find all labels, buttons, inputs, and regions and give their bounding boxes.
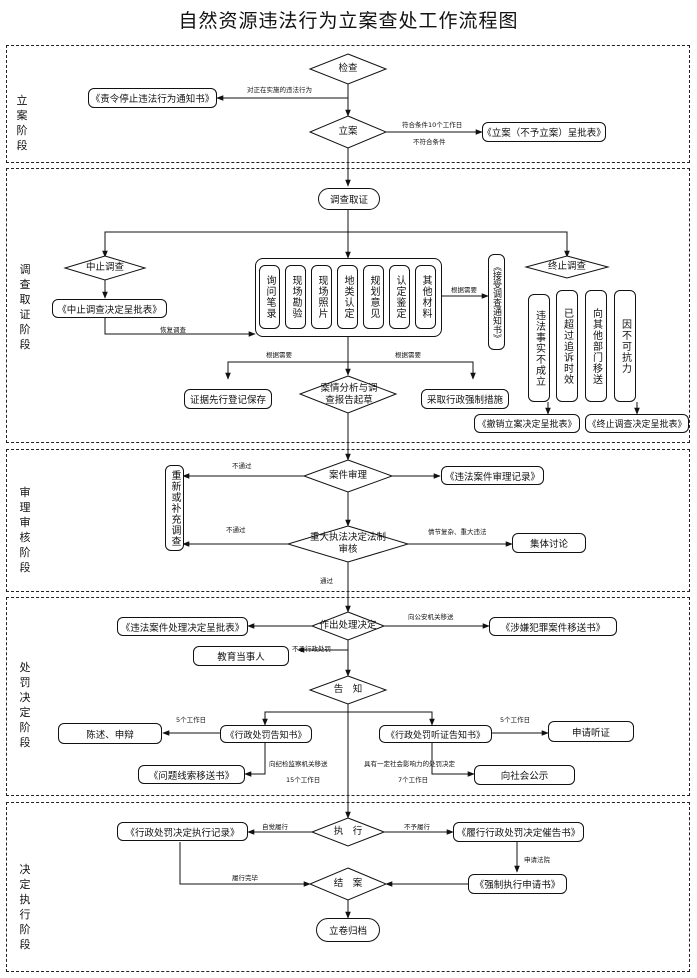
page-title: 自然资源违法行为立案查处工作流程图 [178, 10, 519, 32]
node-jiti: 集体讨论 [512, 533, 586, 553]
diamond-lian [308, 115, 388, 149]
doc-zhongzhi-dec: 《终止调查决定呈批表》 [585, 414, 689, 433]
diamond-shenli [302, 459, 394, 493]
diamond-baogao [298, 375, 398, 414]
label-notpass-1: 不通过 [232, 462, 252, 470]
section-lian [6, 45, 690, 163]
label-need-left: 根据需要 [266, 351, 292, 359]
section-diaocha [6, 168, 690, 443]
label-yingxiang: 具有一定社会影响力的处罚决定 [364, 760, 455, 768]
reason-shixiao: 已超过追诉时效 [556, 290, 578, 402]
evidence-xunwen: 询问笔录 [259, 265, 280, 329]
diamond-fazhi [286, 525, 410, 563]
doc-shenli-jl: 《违法案件审理记录》 [441, 466, 544, 485]
doc-wenti: 《问题线索移送书》 [138, 765, 245, 784]
label-nopunish: 不予行政处罚 [292, 645, 331, 653]
label-fayuan: 申请法院 [524, 856, 550, 864]
label-yes10: 符合条件10个工作日 [402, 121, 463, 129]
diamond-gaozhi [308, 675, 388, 705]
evidence-guihua: 规划意见 [363, 265, 384, 329]
label-resume: 恢复调查 [160, 326, 186, 334]
stage-label-diaocha: 调查取证阶段 [19, 263, 31, 351]
doc-zhongzhi-cpb: 《中止调查决定呈批表》 [52, 299, 167, 318]
reason-bucheng: 违法事实不成立 [528, 294, 550, 402]
label-need-xietiao: 根据需要 [451, 286, 477, 294]
doc-qiangzhi-sq: 《强制执行申请书》 [468, 874, 567, 894]
label-15d: 15个工作日 [286, 776, 321, 784]
node-zhongzhi: 中止调查 [85, 262, 124, 273]
node-buchong: 重新或补充调查 [165, 465, 184, 551]
doc-chuli-cpb: 《违法案件处理决定呈批表》 [117, 617, 248, 636]
diamond-jiancha [308, 53, 388, 85]
node-guidang: 立卷归档 [316, 918, 380, 942]
diamond-zhongzhi2 [524, 255, 610, 279]
evidence-kanyan: 现场勘验 [285, 265, 306, 329]
node-shenli: 案件审理 [328, 470, 367, 481]
label-no: 不符合条件 [413, 138, 446, 146]
label-need-right: 根据需要 [395, 351, 421, 359]
label-lvxing: 履行完毕 [232, 874, 258, 882]
diamond-zhixing [310, 817, 386, 847]
stage-label-lian: 立案阶段 [16, 94, 28, 152]
stage-label-chufa: 处罚决定阶段 [19, 661, 31, 749]
label-notpass-2: 不通过 [226, 526, 246, 534]
doc-zhixing-jl: 《行政处罚决定执行记录》 [117, 822, 248, 841]
label-pass: 通过 [320, 577, 333, 585]
label-zijue: 自觉履行 [262, 823, 288, 831]
section-shenli [6, 449, 690, 592]
node-zhengju: 证据先行登记保存 [184, 389, 272, 409]
diamond-jiean [308, 867, 388, 901]
label-bulvxing: 不予履行 [404, 823, 430, 831]
label-jijian: 向纪检监察机关移送 [269, 760, 328, 768]
node-gongshi: 向社会公示 [474, 765, 575, 785]
node-chenshu: 陈述、申辩 [58, 723, 162, 744]
node-zhongzhi2: 终止调查 [547, 261, 586, 272]
node-diaocha: 调查取证 [318, 188, 380, 210]
section-zhixing [6, 802, 690, 972]
doc-lian-cpb: 《立案（不予立案）呈批表》 [482, 122, 606, 142]
evidence-qita: 其他材料 [415, 265, 436, 329]
label-5d-left: 5个工作日 [176, 716, 207, 724]
node-jiean: 结 案 [333, 878, 363, 889]
node-baogao: 案情分析与调查报告起草 [320, 382, 378, 406]
doc-yisong-fz: 《涉嫌犯罪案件移送书》 [489, 617, 617, 636]
node-zhixing: 执 行 [333, 826, 363, 837]
label-stop: 对正在实施的违法行为 [247, 86, 312, 94]
label-complex: 情节复杂、重大违法 [428, 528, 487, 536]
node-jiaoyu: 教育当事人 [193, 646, 289, 666]
node-fazhi: 重大执法决定法制审核 [309, 532, 386, 555]
diamond-zuochu [310, 611, 386, 641]
node-gaozhi: 告 知 [333, 684, 363, 695]
doc-xietiao: 《接受调查通知书》 [488, 254, 505, 350]
doc-zeling: 《责令停止违法行为通知书》 [88, 88, 217, 108]
doc-chufa-gz: 《行政处罚告知书》 [220, 725, 312, 743]
evidence-jianding: 认定鉴定 [389, 265, 410, 329]
evidence-zhaopian: 现场照片 [311, 265, 332, 329]
stage-label-zhixing: 决定执行阶段 [19, 863, 31, 951]
reason-bukekangli: 因不可抗力 [614, 290, 636, 402]
node-shenqing-tz: 申请听证 [548, 721, 634, 742]
reason-yisong: 向其他部门移送 [585, 290, 607, 402]
evidence-dilei: 地类认定 [337, 265, 358, 329]
label-7d: 7个工作日 [398, 776, 429, 784]
doc-tingzheng-gz: 《行政处罚听证告知书》 [379, 725, 492, 743]
label-5d-right: 5个工作日 [500, 716, 531, 724]
node-jiancha: 检查 [338, 63, 358, 74]
doc-chexiao: 《撤销立案决定呈批表》 [474, 414, 580, 433]
label-gongan: 向公安机关移送 [408, 613, 454, 621]
node-zuochu: 作出处理决定 [319, 620, 377, 631]
diamond-zhongzhi [63, 255, 147, 281]
doc-cuigao: 《履行行政处罚决定催告书》 [453, 822, 584, 842]
section-chufa [6, 597, 690, 796]
stage-label-shenli: 审理审核阶段 [19, 486, 31, 574]
node-lian: 立案 [338, 126, 358, 137]
node-qiangzhi: 采取行政强制措施 [421, 389, 509, 409]
